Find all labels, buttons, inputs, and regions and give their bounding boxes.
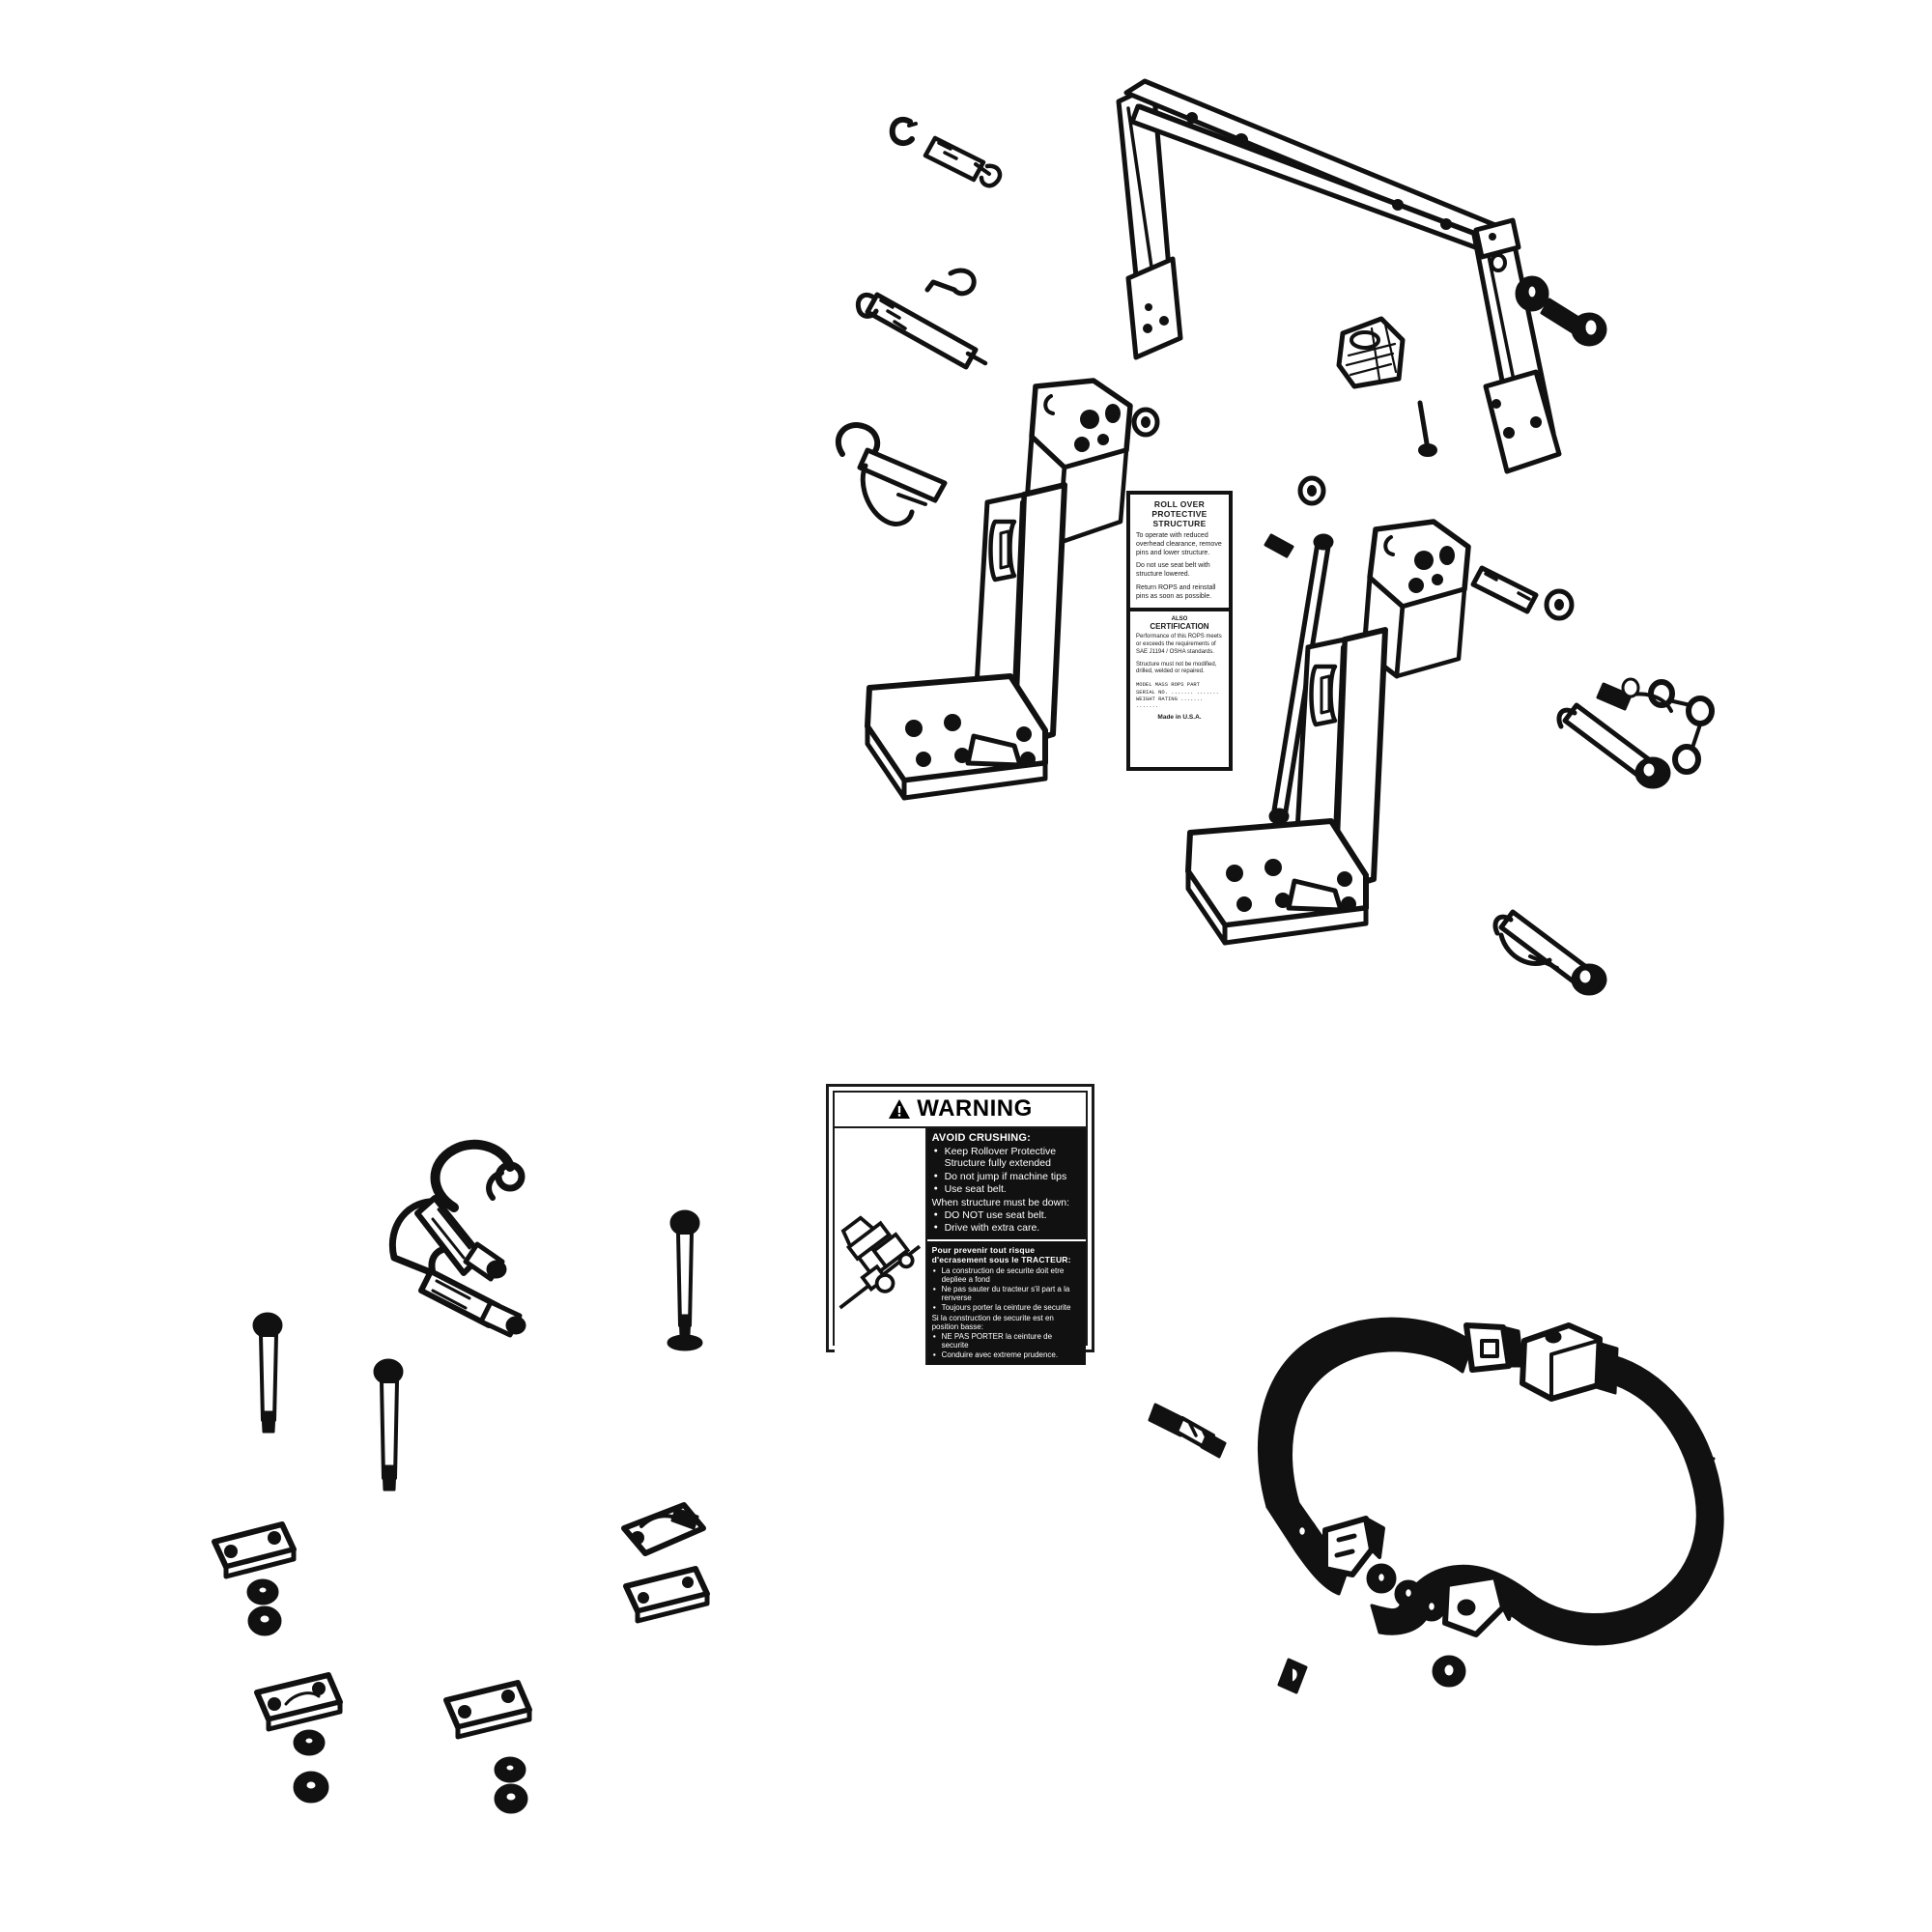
warning-decal: WARNING	[826, 1084, 1094, 1365]
warning-en-bullet-5: Drive with extra care.	[934, 1222, 1081, 1234]
spec-row-1: MODEL MASS ROPS PART	[1136, 681, 1201, 689]
instruction-title-line2: PROTECTIVE	[1151, 509, 1208, 519]
rops-main-frame	[1116, 78, 1562, 474]
seat-belt-assembly	[1257, 1317, 1724, 1646]
retaining-ring-top-left	[889, 116, 918, 147]
hex-nut-3	[494, 1783, 528, 1814]
u-bolt-clevis	[389, 1195, 526, 1338]
warning-en-note: When structure must be down:	[931, 1196, 1069, 1208]
hex-nut-top-right	[1515, 275, 1549, 312]
warning-en-bullet-4: DO NOT use seat belt.	[934, 1209, 1081, 1221]
spec-row-3: WEIGHT RATING ....... .......	[1136, 695, 1204, 710]
instruction-title-line3: STRUCTURE	[1152, 519, 1207, 528]
hex-bolt-top-right	[1540, 298, 1607, 347]
warning-fr-heading: Pour prevenir tout risque d'ecrasement s…	[931, 1244, 1071, 1264]
cotter-pin-small	[1277, 1658, 1308, 1694]
warning-fr-bullet-5: Conduire avec extreme prudence.	[933, 1350, 1081, 1361]
instruction-decal-top: ROLL OVER PROTECTIVE STRUCTURE To operat…	[1130, 495, 1229, 608]
two-hole-backing-plate-1	[212, 1521, 297, 1579]
warning-en-bullet-2: Do not jump if machine tips	[934, 1171, 1081, 1182]
certification-para-1: Performance of this ROPS meets or exceed…	[1136, 634, 1222, 655]
washer-small-centre	[1264, 533, 1294, 558]
control-rod	[1268, 533, 1334, 825]
washer-small-upper	[1131, 407, 1160, 438]
warning-fr-list: La construction de securite doit etre de…	[932, 1266, 1081, 1314]
rops-left-mounting-post	[865, 482, 1067, 801]
warning-en-bullet-1: Keep Rollover Protective Structure fully…	[934, 1146, 1081, 1170]
two-hole-backing-plate-3	[443, 1680, 532, 1740]
spec-row-2: SERIAL NO. ....... .......	[1136, 688, 1219, 696]
carriage-bolt-right	[667, 1209, 703, 1351]
lock-washer-2	[293, 1729, 326, 1756]
large-hairpin-clip	[835, 422, 948, 526]
instruction-para-3: Return ROPS and reinstall pins as soon a…	[1136, 583, 1216, 600]
warning-fr-bullet-2: Ne pas sauter du tracteur s'il part a la…	[933, 1285, 1081, 1302]
warning-triangle-icon	[888, 1098, 911, 1120]
warning-fr-bullet-3: Toujours porter la ceinture de securite	[933, 1303, 1081, 1314]
warning-english-block: AVOID CRUSHING: Keep Rollover Protective…	[926, 1128, 1086, 1239]
lock-washer-1	[246, 1578, 279, 1605]
instruction-para-2: Do not use seat belt with structure lowe…	[1136, 562, 1210, 578]
certification-code-line1: ALSO	[1171, 616, 1188, 623]
split-clamp-ring	[430, 1139, 526, 1212]
pivot-pin-right-mid	[1470, 565, 1575, 621]
two-hole-backing-plate-2	[254, 1672, 343, 1732]
rops-right-mounting-post	[1185, 627, 1388, 946]
hex-nut-2	[293, 1771, 329, 1804]
lock-pin-with-lanyard-lower	[1492, 909, 1607, 996]
instruction-decal-bottom: ALSO CERTIFICATION Performance of this R…	[1130, 608, 1229, 767]
two-hole-backing-plate-5	[623, 1566, 710, 1624]
instruction-para-1: To operate with reduced overhead clearan…	[1136, 532, 1222, 556]
warning-fr-list-2: NE PAS PORTER la ceinture de securite Co…	[932, 1332, 1081, 1361]
certification-para-2: Structure must not be modified, drilled,…	[1136, 661, 1217, 675]
pivot-pin-left	[855, 292, 988, 370]
washer-bottom-right	[1432, 1655, 1466, 1688]
carriage-bolt-left	[252, 1312, 283, 1434]
warning-decal-header: WARNING	[835, 1093, 1086, 1126]
hairpin-cotter-left	[924, 268, 977, 297]
certification-code-line2: CERTIFICATION	[1150, 622, 1209, 632]
warning-en-list-2: DO NOT use seat belt. Drive with extra c…	[932, 1209, 1081, 1235]
warning-decal-pictogram	[835, 1128, 927, 1365]
warning-en-list: Keep Rollover Protective Structure fully…	[932, 1146, 1081, 1196]
decal-footer: Made in U.S.A.	[1157, 713, 1202, 721]
shoulder-bolt	[1148, 1403, 1227, 1459]
washer-small-upper-mid	[1297, 475, 1326, 506]
warning-en-bullet-3: Use seat belt.	[934, 1183, 1081, 1195]
lock-pin-with-lanyard-upper	[1556, 677, 1715, 789]
warning-fr-bullet-1: La construction de securite doit etre de…	[933, 1266, 1081, 1284]
instruction-decal: ROLL OVER PROTECTIVE STRUCTURE To operat…	[1126, 491, 1233, 771]
warning-en-heading: AVOID CRUSHING:	[931, 1132, 1032, 1144]
spring-latch-block	[1336, 316, 1406, 389]
pivot-pin-top-left	[923, 135, 1003, 188]
lock-washer-3	[494, 1756, 526, 1783]
hex-nut-1	[247, 1605, 282, 1636]
instruction-title-line1: ROLL OVER	[1153, 499, 1206, 509]
warning-fr-bullet-4: NE PAS PORTER la ceinture de securite	[933, 1332, 1081, 1350]
warning-fr-note: Si la construction de securite est en po…	[931, 1313, 1054, 1331]
two-hole-backing-plate-4	[621, 1502, 706, 1556]
warning-header-text: WARNING	[917, 1095, 1033, 1122]
pivot-bracket-mid-right	[1361, 519, 1471, 679]
carriage-bolt-centre	[373, 1358, 404, 1492]
warning-french-block: Pour prevenir tout risque d'ecrasement s…	[926, 1238, 1086, 1365]
